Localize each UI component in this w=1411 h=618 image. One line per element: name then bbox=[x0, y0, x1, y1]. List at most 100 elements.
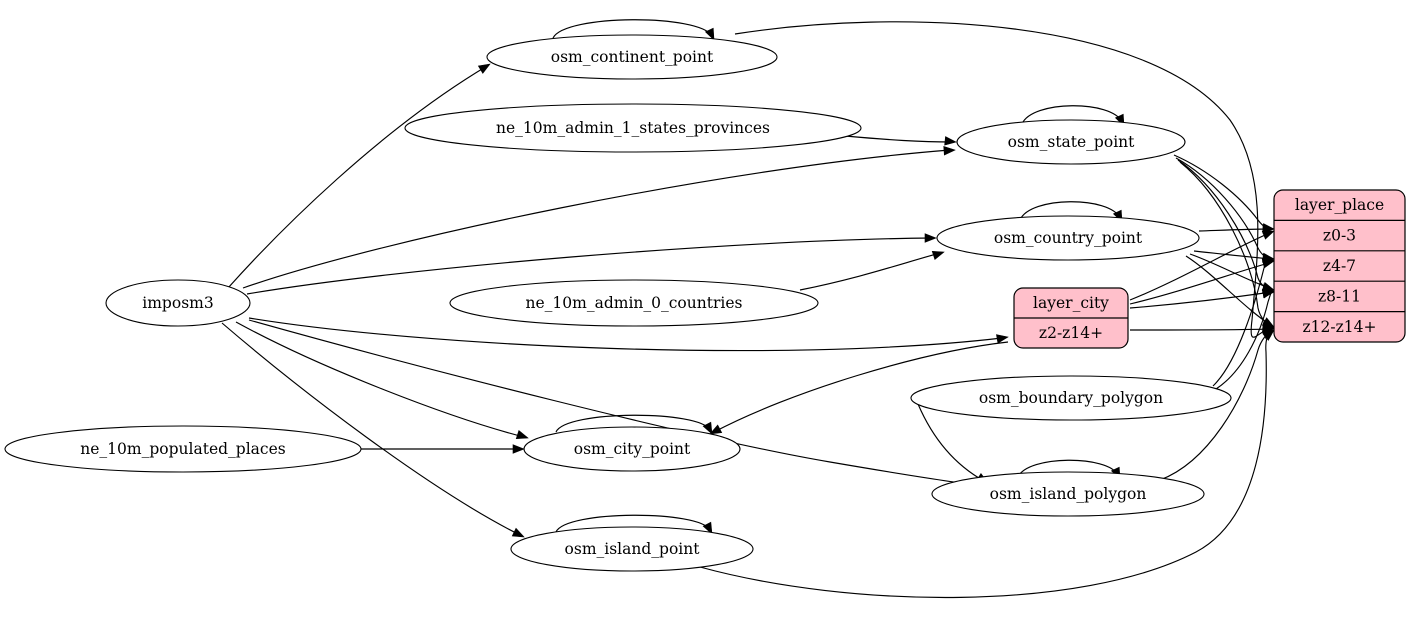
edge-path bbox=[1017, 459, 1119, 478]
node-osm_boundary_polygon[interactable]: osm_boundary_polygon bbox=[910, 375, 1232, 421]
arrow-head-icon bbox=[709, 424, 723, 435]
edge-path bbox=[699, 329, 1273, 599]
arrow-head-icon bbox=[511, 527, 525, 538]
node-shape bbox=[4, 425, 362, 473]
edge-path bbox=[227, 65, 488, 289]
node-shape bbox=[510, 526, 754, 572]
edge-osm_island_point-to-layer_place_z12 bbox=[699, 329, 1275, 599]
record-node-layer_city[interactable]: layer_city z2-z14+ bbox=[1013, 287, 1129, 349]
arrow-head-icon bbox=[1261, 317, 1275, 328]
record-row-label[interactable]: z4-7 bbox=[1323, 257, 1356, 275]
edge-layer_city_z2-to-layer_place_z12 bbox=[1129, 324, 1275, 334]
node-label: osm_city_point bbox=[574, 440, 691, 458]
edge-osm_state_point-to-layer_place_z4 bbox=[1175, 157, 1275, 263]
edge-ne_10m_populated_places-to-osm_city_point bbox=[361, 444, 525, 454]
record-row-label[interactable]: z2-z14+ bbox=[1039, 324, 1103, 342]
node-shape bbox=[910, 375, 1232, 421]
node-osm_island_point[interactable]: osm_island_point bbox=[510, 526, 754, 572]
node-imposm3[interactable]: imposm3 bbox=[105, 279, 251, 327]
node-shape bbox=[404, 103, 862, 153]
node-ne_10m_admin_0_countries[interactable]: ne_10m_admin_0_countries bbox=[449, 279, 819, 327]
node-label: osm_boundary_polygon bbox=[979, 389, 1163, 407]
edge-path bbox=[235, 321, 525, 438]
arrow-head-icon bbox=[515, 430, 529, 440]
record-row-label[interactable]: z0-3 bbox=[1323, 227, 1356, 245]
node-osm_island_polygon[interactable]: osm_island_polygon bbox=[931, 471, 1205, 517]
edge-path bbox=[1198, 228, 1273, 232]
arrow-head-icon bbox=[1261, 289, 1275, 299]
node-osm_continent_point[interactable]: osm_continent_point bbox=[486, 34, 778, 80]
edge-path bbox=[1129, 291, 1273, 309]
edge-path bbox=[799, 252, 941, 291]
edge-path bbox=[555, 414, 711, 433]
edges-layer bbox=[221, 19, 1275, 599]
nodes-layer: imposm3 osm_continent_point ne_10m_admin_1… bbox=[4, 34, 1232, 572]
arrow-head-icon bbox=[1261, 258, 1275, 268]
edge-layer_city_z2-to-osm_city_point bbox=[709, 341, 1009, 435]
arrow-head-icon bbox=[924, 233, 937, 243]
edge-imposm3-to-osm_country_point bbox=[246, 233, 937, 295]
node-shape bbox=[523, 426, 741, 472]
arrow-head-icon bbox=[704, 27, 715, 41]
edge-path bbox=[713, 341, 1009, 433]
edge-path bbox=[1019, 201, 1121, 221]
record-header-label: layer_place bbox=[1295, 196, 1384, 214]
edge-layer_city_header-to-layer_place_z0 bbox=[1129, 230, 1275, 301]
node-label: ne_10m_admin_0_countries bbox=[526, 294, 743, 312]
edge-path bbox=[1129, 261, 1273, 305]
node-osm_country_point[interactable]: osm_country_point bbox=[936, 215, 1200, 261]
node-ne_10m_admin_1_states_provinces[interactable]: ne_10m_admin_1_states_provinces bbox=[404, 103, 862, 153]
record-row-label[interactable]: z8-11 bbox=[1318, 287, 1361, 305]
node-shape bbox=[956, 119, 1186, 165]
arrow-head-icon bbox=[477, 63, 491, 74]
arrow-head-icon bbox=[702, 421, 713, 435]
arrow-head-icon bbox=[1262, 329, 1275, 341]
edge-osm_island_point-to-osm_island_point bbox=[555, 514, 713, 535]
edge-path bbox=[248, 317, 1003, 352]
edge-path bbox=[734, 21, 1273, 338]
edge-path bbox=[844, 135, 953, 143]
record-background bbox=[1273, 189, 1406, 343]
edge-ne_10m_admin_1_states_provinces-to-osm_state_point bbox=[844, 135, 957, 146]
edge-path bbox=[1021, 105, 1123, 125]
edge-osm_city_point-to-osm_city_point bbox=[555, 414, 713, 435]
record-header-label: layer_city bbox=[1033, 294, 1109, 312]
node-shape bbox=[936, 215, 1200, 261]
edge-path bbox=[1185, 255, 1273, 327]
node-osm_city_point[interactable]: osm_city_point bbox=[523, 426, 741, 472]
record-node-layer_place[interactable]: layer_place z0-3 z4-7 z8-11 z12-z14+ bbox=[1273, 189, 1406, 343]
node-shape bbox=[486, 34, 778, 80]
edge-imposm3-to-layer_city_z2 bbox=[248, 317, 1009, 352]
node-label: ne_10m_populated_places bbox=[80, 440, 285, 458]
edge-ne_10m_admin_0_countries-to-osm_country_point bbox=[799, 250, 945, 291]
node-shape bbox=[105, 279, 251, 327]
node-label: osm_island_point bbox=[565, 540, 701, 558]
edge-imposm3-to-osm_island_point bbox=[221, 322, 525, 538]
arrow-head-icon bbox=[943, 146, 956, 156]
node-shape bbox=[931, 471, 1205, 517]
arrow-head-icon bbox=[996, 334, 1009, 344]
arrow-head-icon bbox=[944, 136, 957, 146]
record-row-label[interactable]: z12-z14+ bbox=[1302, 318, 1376, 336]
node-osm_state_point[interactable]: osm_state_point bbox=[956, 119, 1186, 165]
edge-osm_boundary_polygon-to-layer_place_z8 bbox=[1215, 289, 1275, 390]
edge-osm_continent_point-to-layer_place_z12 bbox=[734, 21, 1275, 338]
edge-imposm3-to-osm_continent_point bbox=[227, 63, 491, 289]
node-label: osm_state_point bbox=[1008, 133, 1136, 151]
edge-path bbox=[246, 237, 933, 295]
node-label: imposm3 bbox=[142, 294, 213, 312]
node-label: osm_island_polygon bbox=[990, 485, 1147, 503]
arrow-head-icon bbox=[702, 521, 713, 535]
edge-path bbox=[242, 149, 951, 289]
arrow-head-icon bbox=[512, 444, 525, 454]
edge-path bbox=[1129, 231, 1273, 301]
node-ne_10m_populated_places[interactable]: ne_10m_populated_places bbox=[4, 425, 362, 473]
edge-path bbox=[555, 514, 711, 533]
edge-path bbox=[917, 403, 985, 482]
edge-imposm3-to-osm_state_point bbox=[242, 146, 956, 289]
edge-path bbox=[1129, 328, 1273, 331]
records-layer: layer_place z0-3 z4-7 z8-11 z12-z14+ layer_ci… bbox=[1013, 189, 1406, 349]
edge-osm_boundary_polygon-to-layer_place_z4 bbox=[1212, 258, 1275, 387]
